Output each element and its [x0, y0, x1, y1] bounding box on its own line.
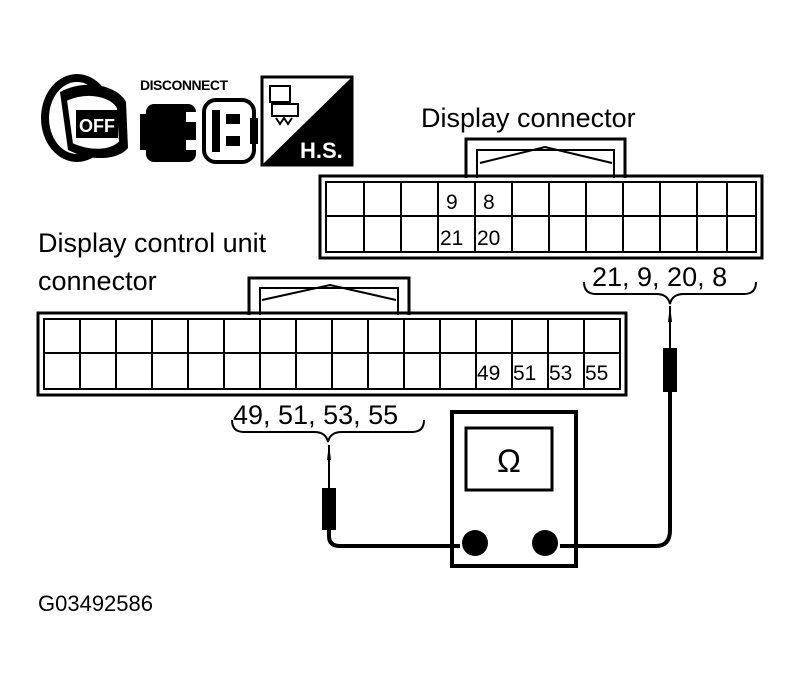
disconnect-text: DISCONNECT [140, 77, 229, 93]
control-unit-probe-pins-label: 49, 51, 53, 55 [233, 400, 398, 430]
control-unit-probe-bracket [231, 419, 425, 443]
ohmmeter-terminal-negative [462, 530, 488, 556]
right-test-probe [560, 305, 677, 548]
control-unit-pin-55: 55 [585, 362, 608, 385]
left-test-probe [322, 444, 460, 548]
control-unit-connector-label-line2: connector [38, 266, 157, 296]
display-pin-21: 21 [440, 227, 463, 250]
hs-text: H.S. [300, 138, 343, 163]
control-unit-pin-53: 53 [549, 362, 572, 385]
ignition-off-text: OFF [79, 116, 115, 136]
control-unit-connector-label-line1: Display control unit [38, 228, 267, 258]
display-connector-label: Display connector [421, 103, 636, 133]
harness-connector-check-icon: H.S. [260, 75, 354, 167]
display-probe-bracket [583, 281, 757, 305]
figure-id: G03492586 [38, 591, 153, 616]
display-pin-9: 9 [446, 191, 458, 214]
display-probe-pins-label: 21, 9, 20, 8 [592, 262, 727, 292]
ohmmeter-terminal-positive [532, 530, 558, 556]
ohmmeter-display [464, 426, 554, 492]
ohm-symbol-icon: Ω [497, 443, 521, 479]
control-unit-connector [36, 276, 628, 397]
ohmmeter [450, 410, 578, 568]
control-unit-pin-51: 51 [513, 362, 536, 385]
display-pin-8: 8 [483, 191, 495, 214]
display-pin-20: 20 [477, 227, 500, 250]
control-unit-pin-49: 49 [477, 362, 500, 385]
display-connector [318, 137, 764, 260]
connector-disconnect-icon: DISCONNECT [140, 77, 258, 164]
ignition-key-off-icon: OFF [41, 74, 128, 162]
